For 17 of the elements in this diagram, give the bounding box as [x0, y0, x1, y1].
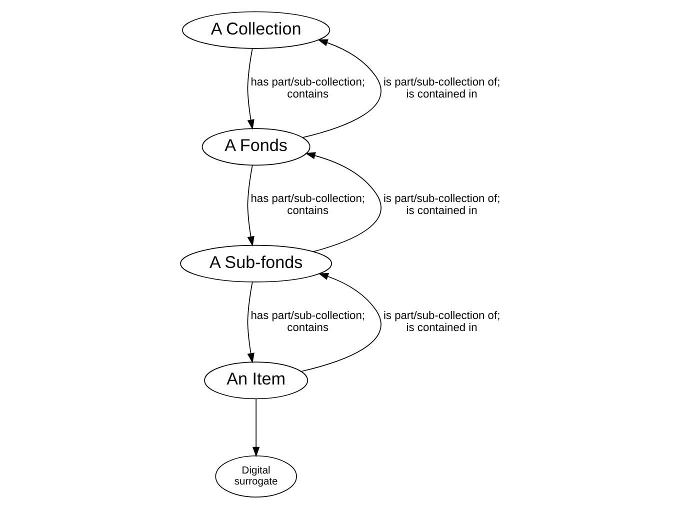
edge-label: has part/sub-collection; contains	[250, 310, 365, 334]
edge-label: is part/sub-collection of; is contained in	[383, 310, 500, 334]
edge-label: is part/sub-collection of; is contained in	[383, 76, 500, 100]
arrow	[305, 152, 382, 252]
node-ellipse: A Sub-fonds	[180, 244, 332, 282]
node-ellipse: Digital surrogate	[215, 455, 297, 498]
arrow	[247, 282, 254, 364]
arrow	[302, 39, 382, 138]
edge-label: is part/sub-collection of; is contained in	[383, 193, 500, 218]
node-ellipse: A Fonds	[202, 128, 310, 166]
edge-label: has part/sub-collection; contains	[250, 193, 365, 218]
arrow	[247, 164, 254, 247]
arrow	[247, 48, 254, 130]
arrow	[300, 273, 382, 372]
edge-label: has part/sub-collection; contains	[250, 76, 365, 100]
node-ellipse: An Item	[204, 362, 308, 400]
arrow	[252, 398, 260, 458]
